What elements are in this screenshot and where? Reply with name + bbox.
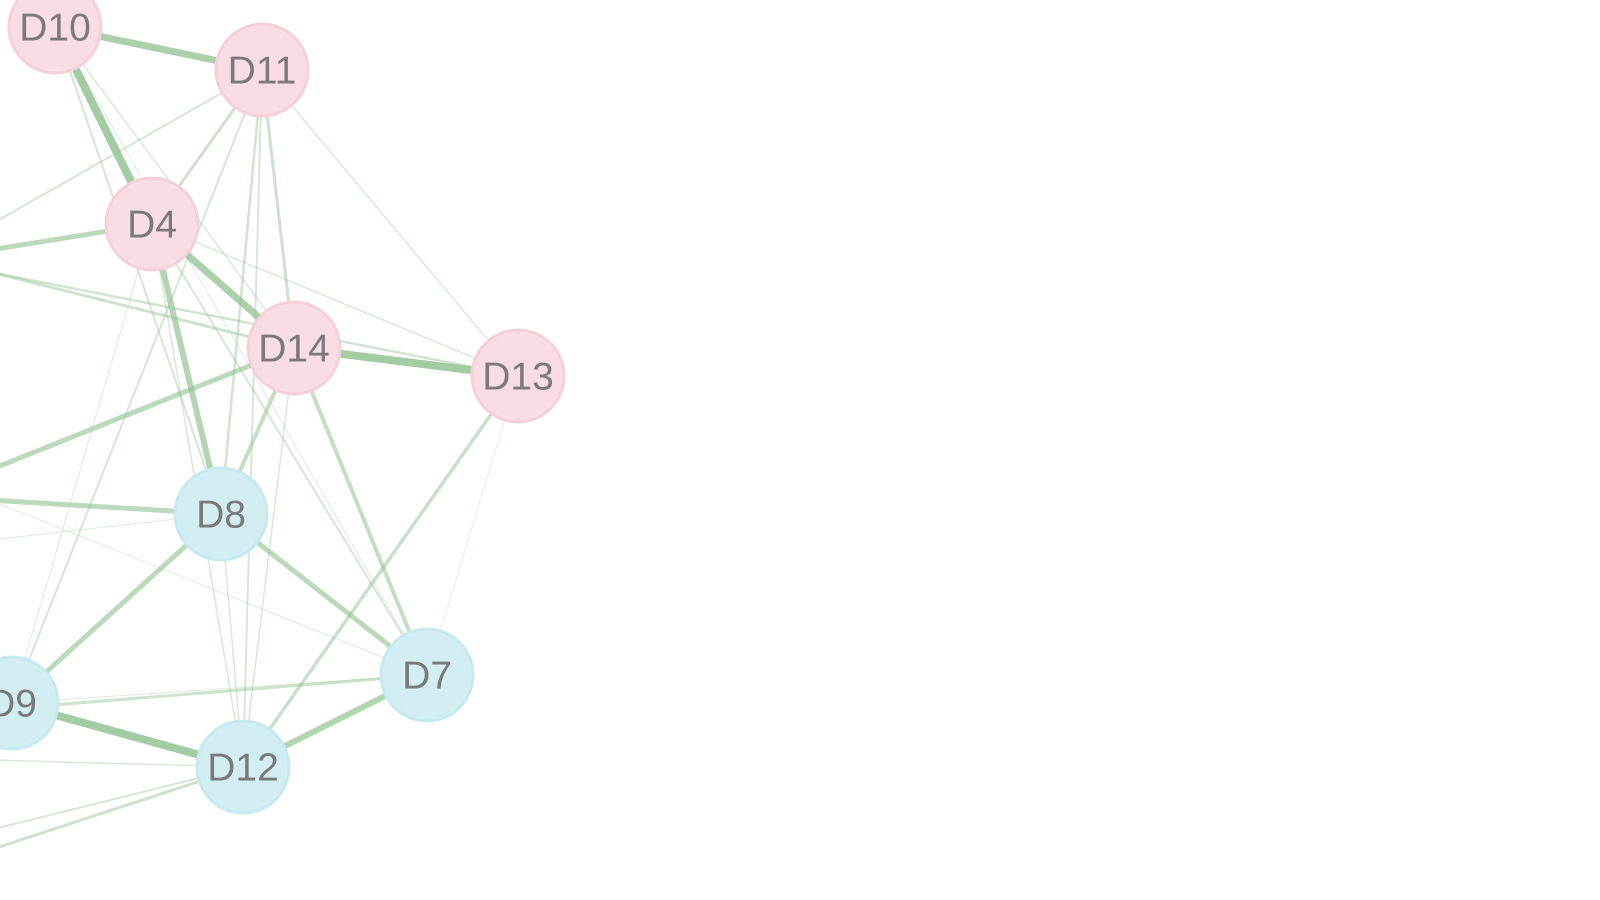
node-label: D11 [228,50,297,93]
node-d11[interactable]: D11 [214,22,310,118]
edge-d14-d7 [292,346,429,677]
node-circle[interactable] [104,176,200,272]
node-label: D12 [207,747,279,790]
edge-d11-d8 [219,68,264,516]
edge-d14-d12 [242,347,295,768]
node-d8[interactable]: D8 [173,466,269,562]
node-circle[interactable] [379,627,475,723]
node-d14[interactable]: D14 [246,300,342,396]
node-label: D4 [127,204,177,247]
node-label: D9 [0,683,37,726]
node-label: D8 [196,494,246,537]
node-d13[interactable]: D13 [470,328,566,424]
node-d4[interactable]: D4 [104,176,200,272]
edge-d13-d12 [241,374,520,769]
node-label: D14 [258,328,330,371]
node-d9[interactable]: D9 [0,655,60,751]
node-d10[interactable]: D10 [7,0,103,75]
edge-d13-d7 [426,375,519,676]
edge-d11-d13 [261,69,519,377]
node-circle[interactable] [0,655,60,751]
node-circle[interactable] [246,300,342,396]
node-d12[interactable]: D12 [195,719,291,815]
node-circle[interactable] [195,719,291,815]
edge-d11-d9 [11,69,263,704]
edge-d14-l3 [0,345,297,469]
node-d7[interactable]: D7 [379,627,475,723]
edge-d4-d9 [11,223,153,704]
edge-d7-l7 [0,673,429,711]
node-circle[interactable] [214,22,310,118]
node-label: D7 [402,655,452,698]
node-circle[interactable] [7,0,103,75]
edge-d4-d13 [151,223,519,377]
edge-d10-d7 [54,26,428,676]
node-label: D13 [482,356,554,399]
edge-d7-l5 [0,503,428,676]
edge-d7-d9 [11,674,428,704]
edge-d10-d8 [54,26,222,515]
edge-d14-l4 [0,272,296,350]
node-label: D10 [19,7,91,50]
node-circle[interactable] [173,466,269,562]
edge-d4-d8 [149,221,224,517]
edge-d4-d7 [151,223,428,676]
edge-d11-d12 [242,69,263,768]
edge-d11-l1 [0,69,263,221]
node-circle[interactable] [470,328,566,424]
